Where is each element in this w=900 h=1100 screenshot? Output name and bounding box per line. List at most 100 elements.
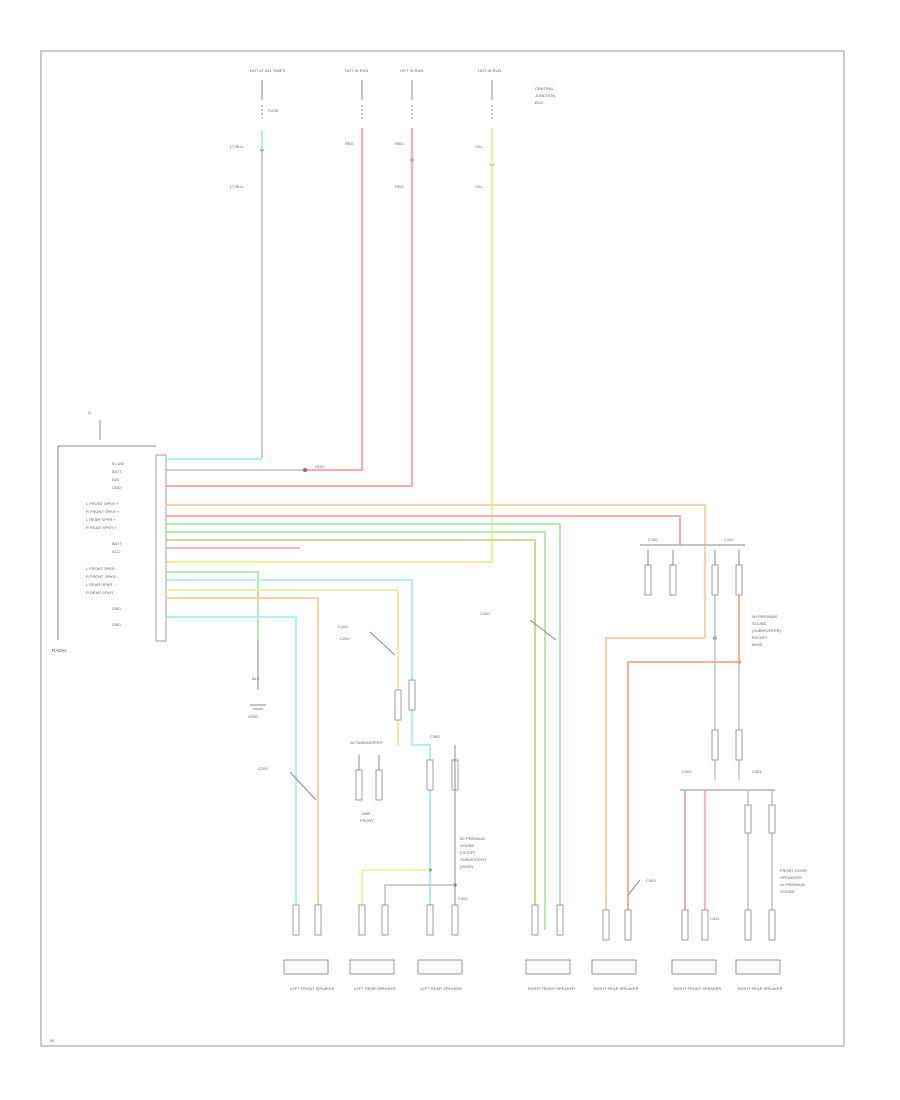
- svg-text:SOUND: SOUND: [780, 889, 795, 894]
- radio-ground-label: G: [88, 410, 91, 415]
- svg-text:L REAR SPKR +: L REAR SPKR +: [86, 517, 116, 522]
- wire-lf-plus: [166, 504, 706, 545]
- wire-rr-plus: [166, 531, 546, 930]
- svg-text:BASE: BASE: [752, 642, 763, 647]
- svg-text:C200: C200: [340, 636, 350, 641]
- wire-feed-yellow: [165, 128, 493, 563]
- svg-text:AMP: AMP: [362, 811, 371, 816]
- svg-text:C401: C401: [710, 916, 720, 921]
- wire-lf-minus: [166, 571, 259, 640]
- svg-text:C200: C200: [480, 611, 490, 616]
- radio-unit: G RADIO ILLUM BATT IGN GND L FRONT SPKR …: [52, 410, 167, 653]
- svg-text:GND: GND: [112, 485, 121, 490]
- svg-text:SPEAKERS: SPEAKERS: [780, 875, 802, 880]
- svg-text:R FRONT SPKR -: R FRONT SPKR -: [86, 574, 119, 579]
- svg-text:C401: C401: [752, 769, 762, 774]
- svg-text:C400: C400: [682, 769, 692, 774]
- wire-code: YEL: [475, 144, 483, 149]
- fuse-feed-label: HOT AT ALL TIMES: [250, 68, 285, 73]
- fuse-feed-3: HOT IN RUN RED RED: [395, 68, 423, 189]
- svg-text:W/ PREMIUM: W/ PREMIUM: [780, 882, 805, 887]
- fuse-feed-label: HOT IN RUN: [478, 68, 501, 73]
- fuse-note: CENTRAL: [535, 86, 554, 91]
- svg-text:BLK: BLK: [252, 676, 260, 681]
- svg-text:FRONT DOOR: FRONT DOOR: [780, 868, 807, 873]
- rear-junction: C400 C401: [680, 729, 775, 791]
- svg-text:R REAR SPKR -: R REAR SPKR -: [86, 590, 116, 595]
- speaker-right-front-2: RIGHT FRONT SPEAKER: [671, 959, 721, 991]
- wire-code: RED: [395, 184, 404, 189]
- leader-labels: C200 C200 C200 C400 C401: [258, 611, 720, 921]
- radio-label: RADIO: [52, 648, 67, 653]
- speaker-left-rear-2: LEFT REAR SPEAKER: [417, 959, 463, 991]
- wire-rf-plus: [166, 515, 681, 545]
- svg-text:EXCEPT: EXCEPT: [460, 850, 477, 855]
- wire-lr-yellow: [361, 869, 430, 930]
- svg-text:L REAR SPKR -: L REAR SPKR -: [86, 582, 115, 587]
- svg-text:C200: C200: [338, 624, 348, 629]
- svg-text:SOUND: SOUND: [752, 621, 767, 626]
- svg-text:C101: C101: [724, 537, 734, 542]
- fuse-id: FUSE: [268, 108, 279, 113]
- svg-text:W/ PREMIUM: W/ PREMIUM: [752, 614, 777, 619]
- svg-text:G200: G200: [248, 714, 259, 719]
- wire-rf-feed: [605, 545, 706, 930]
- speaker-left-rear: LEFT REAR SPEAKER: [349, 959, 396, 991]
- speaker-right-front: RIGHT FRONT SPEAKER: [525, 959, 575, 991]
- svg-text:R REAR SPKR +: R REAR SPKR +: [86, 525, 117, 530]
- wire-code: YEL: [475, 184, 483, 189]
- svg-text:L FRONT SPKR -: L FRONT SPKR -: [86, 566, 118, 571]
- wire-rf-minus: [166, 579, 431, 930]
- svg-text:(SUBWOOFER): (SUBWOOFER): [752, 628, 782, 633]
- wire-lr-plus: [166, 523, 561, 930]
- speaker-right-rear: RIGHT REAR SPEAKER: [591, 959, 639, 991]
- speaker-left-front: LEFT FRONT SPEAKER: [283, 959, 335, 991]
- diagram-code: 96: [50, 1038, 55, 1043]
- svg-text:C100: C100: [648, 537, 658, 542]
- wire-left-front-cyan: [166, 616, 297, 930]
- speaker-label: RIGHT REAR SPEAKER: [594, 986, 639, 991]
- splice-label: S101: [315, 464, 325, 469]
- svg-text:SOUND: SOUND: [460, 843, 475, 848]
- svg-text:C300: C300: [430, 734, 440, 739]
- wire-lr-minus: [166, 589, 399, 745]
- radio-ground-drop: BLK G200: [248, 640, 266, 719]
- left-rear-subcircuit: C200 W/ SUBWOOFER AMP FRONT C300 W/ PREM…: [338, 624, 486, 930]
- svg-text:C200: C200: [258, 766, 268, 771]
- fuse-feed-1: HOT AT ALL TIMES FUSE LT BLU LT BLU: [230, 68, 285, 189]
- speaker-right-rear-2: RIGHT REAR SPEAKER: [735, 959, 783, 991]
- wire-code: LT BLU: [230, 184, 243, 189]
- svg-text:GND: GND: [112, 606, 121, 611]
- wire-rr-minus: [166, 597, 319, 930]
- speaker-connectors: [292, 904, 776, 941]
- wire-lr-plus-2: [166, 539, 536, 930]
- svg-text:L FRONT SPKR +: L FRONT SPKR +: [86, 501, 119, 506]
- fuse-note: JUNCTION: [535, 93, 555, 98]
- fuse-feed-2: HOT IN RUN RED: [345, 68, 368, 146]
- right-connector-block: C100 C101 W/ PREMIUM SOUND (SUBWOOFER) E…: [640, 537, 782, 664]
- wire-feed-red-2: [165, 128, 413, 487]
- diagram-frame: [40, 50, 845, 1047]
- wire-lr-gray: [384, 884, 455, 930]
- svg-text:EXCEPT: EXCEPT: [752, 635, 769, 640]
- speaker-label: LEFT REAR SPEAKER: [420, 986, 462, 991]
- svg-text:ACC: ACC: [112, 549, 121, 554]
- wire-rr-feed: [627, 595, 740, 930]
- wire-code: LT BLU: [230, 144, 243, 149]
- fuse-feed-label: HOT IN RUN: [400, 68, 423, 73]
- wire-code: RED: [395, 141, 404, 146]
- svg-text:W/ SUBWOOFER: W/ SUBWOOFER: [350, 740, 382, 745]
- fuse-feed-label: HOT IN RUN: [345, 68, 368, 73]
- svg-text:BATT: BATT: [112, 541, 122, 546]
- fuse-feed-4: HOT IN RUN YEL YEL CENTRAL JUNCTION BOX: [475, 68, 555, 189]
- speaker-label: RIGHT FRONT SPEAKER: [528, 986, 575, 991]
- svg-text:ILLUM: ILLUM: [112, 461, 124, 466]
- speaker-label: RIGHT REAR SPEAKER: [738, 986, 783, 991]
- svg-text:W/ PREMIUM: W/ PREMIUM: [460, 836, 485, 841]
- svg-text:GND: GND: [112, 622, 121, 627]
- speaker-label: LEFT REAR SPEAKER: [354, 986, 396, 991]
- svg-text:C302: C302: [458, 896, 468, 901]
- svg-text:C400: C400: [646, 878, 656, 883]
- svg-text:BATT: BATT: [112, 469, 122, 474]
